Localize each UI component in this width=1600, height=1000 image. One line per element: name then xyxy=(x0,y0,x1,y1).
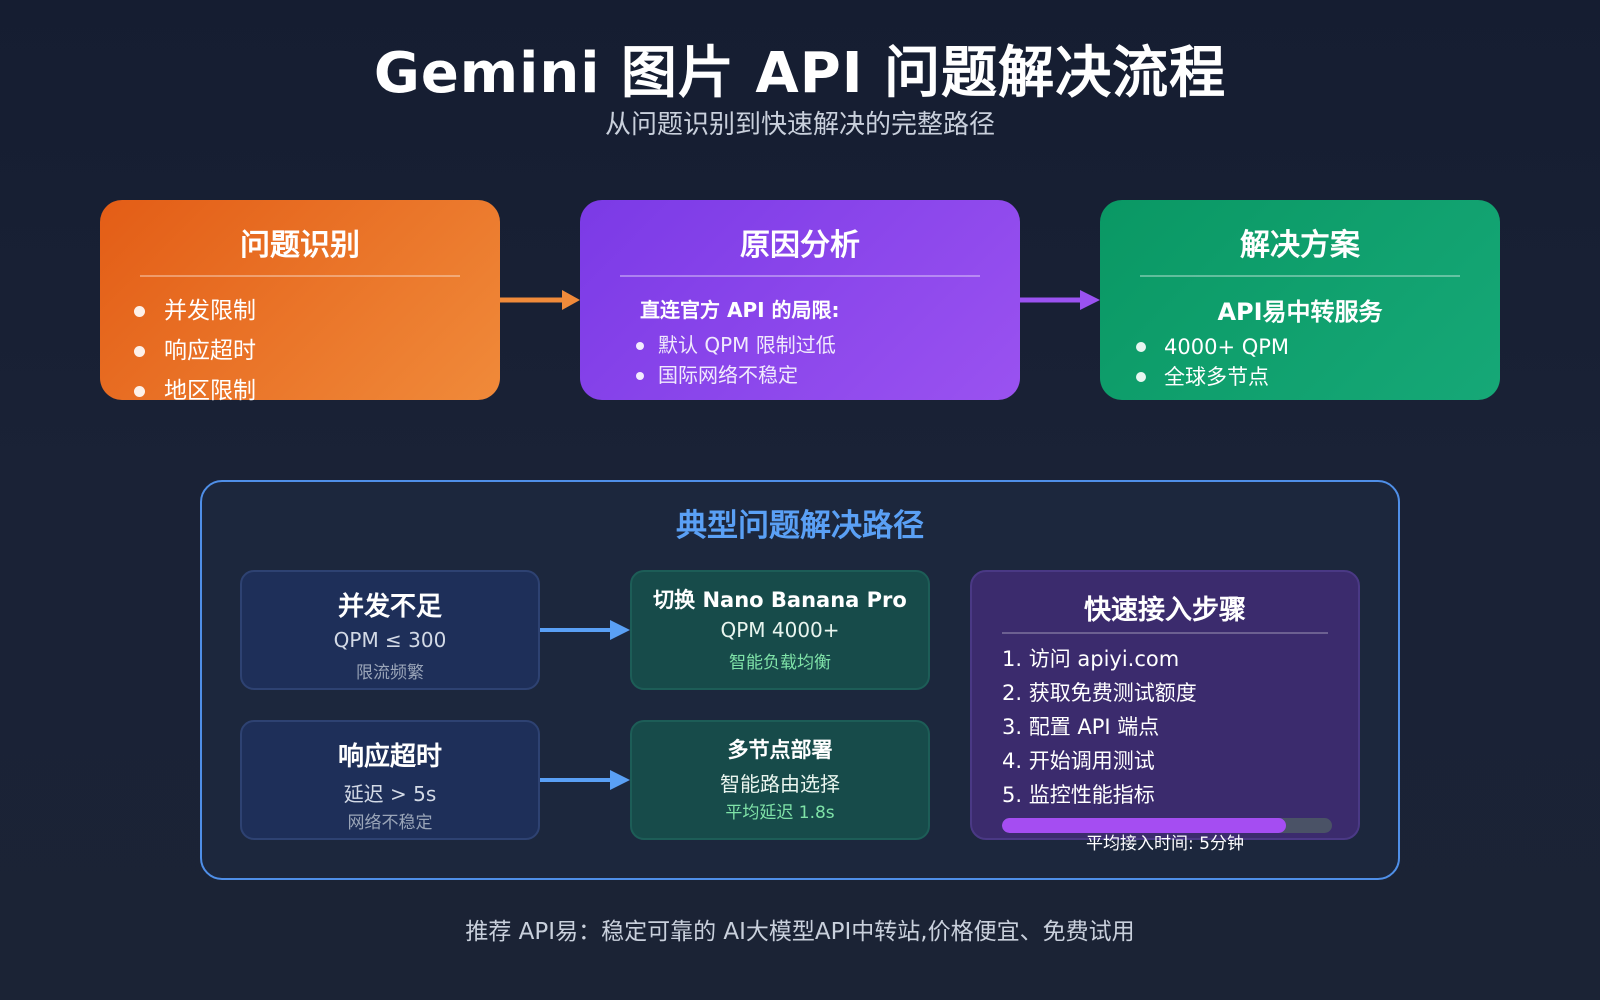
identify-item: 并发限制 xyxy=(134,291,256,331)
bullet-dot-icon xyxy=(134,386,145,397)
analysis-item: 默认 QPM 限制过低 xyxy=(636,330,836,360)
problem-box: 并发不足 QPM ≤ 300 限流频繁 xyxy=(240,570,540,690)
quick-start-step: 2. 获取免费测试额度 xyxy=(1002,681,1197,705)
analysis-item: 国际网络不稳定 xyxy=(636,360,836,390)
page-title: Gemini 图片 API 问题解决流程 xyxy=(373,41,1227,106)
solution-box-title: 多节点部署 xyxy=(727,738,833,762)
path-arrow-icon xyxy=(540,620,630,640)
solution-box-metric: 智能路由选择 xyxy=(720,772,840,796)
identify-card-divider xyxy=(140,275,460,277)
solution-card: 解决方案 API易中转服务 4000+ QPM 全球多节点 xyxy=(1100,200,1500,400)
bullet-dot-icon xyxy=(1136,372,1146,382)
solution-list: 4000+ QPM 全球多节点 xyxy=(1134,332,1289,392)
bullet-dot-icon xyxy=(636,342,644,350)
solution-box-note: 智能负载均衡 xyxy=(729,653,831,673)
problem-metric: 延迟 > 5s xyxy=(343,782,437,806)
problem-box: 响应超时 延迟 > 5s 网络不稳定 xyxy=(240,720,540,840)
analysis-item-label: 默认 QPM 限制过低 xyxy=(658,333,836,357)
onboarding-time-caption: 平均接入时间: 5分钟 xyxy=(1086,834,1244,854)
flow-arrow-icon xyxy=(500,290,580,310)
bullet-dot-icon xyxy=(1136,342,1146,352)
quick-start-step: 4. 开始调用测试 xyxy=(1002,749,1155,773)
analysis-heading: 直连官方 API 的局限: xyxy=(640,298,840,322)
solution-card-divider xyxy=(1140,275,1460,277)
quick-start-title: 快速接入步骤 xyxy=(1084,595,1246,626)
solution-item-label: 4000+ QPM xyxy=(1164,335,1290,359)
analysis-list: 默认 QPM 限制过低 国际网络不稳定 xyxy=(636,330,836,390)
path-arrow-icon xyxy=(540,770,630,790)
onboarding-progress-fill xyxy=(1002,818,1286,833)
flow-arrow-icon xyxy=(1020,290,1100,310)
identify-item: 地区限制 xyxy=(134,371,256,411)
solution-item: 4000+ QPM xyxy=(1134,332,1289,362)
problem-title: 并发不足 xyxy=(337,592,442,622)
analysis-card-title: 原因分析 xyxy=(740,228,860,263)
footer-recommendation: 推荐 API易：稳定可靠的 AI大模型API中转站,价格便宜、免费试用 xyxy=(465,919,1135,945)
solution-box: 多节点部署 智能路由选择 平均延迟 1.8s xyxy=(630,720,930,840)
solution-box-metric: QPM 4000+ xyxy=(720,618,840,642)
quick-start-box: 快速接入步骤 1. 访问 apiyi.com 2. 获取免费测试额度 3. 配置… xyxy=(970,570,1360,840)
quick-start-steps: 1. 访问 apiyi.com 2. 获取免费测试额度 3. 配置 API 端点… xyxy=(1002,642,1197,812)
solution-box-note: 平均延迟 1.8s xyxy=(725,803,835,823)
analysis-item-label: 国际网络不稳定 xyxy=(658,363,798,387)
problem-note: 限流频繁 xyxy=(356,663,424,683)
quick-start-step: 1. 访问 apiyi.com xyxy=(1002,647,1180,671)
quick-start-step: 5. 监控性能指标 xyxy=(1002,783,1155,807)
solution-box-title: 切换 Nano Banana Pro xyxy=(653,588,907,612)
analysis-card: 原因分析 直连官方 API 的局限: 默认 QPM 限制过低 国际网络不稳定 xyxy=(580,200,1020,400)
bullet-dot-icon xyxy=(636,372,644,380)
analysis-card-divider xyxy=(620,275,980,277)
page-subtitle: 从问题识别到快速解决的完整路径 xyxy=(604,110,995,140)
identify-item-label: 地区限制 xyxy=(164,378,256,404)
identify-list: 并发限制 响应超时 地区限制 xyxy=(134,291,256,411)
solution-card-title: 解决方案 xyxy=(1240,228,1360,263)
bullet-dot-icon xyxy=(134,306,145,317)
quick-start-step: 3. 配置 API 端点 xyxy=(1002,715,1160,739)
problem-title: 响应超时 xyxy=(337,742,442,772)
problem-note: 网络不稳定 xyxy=(347,813,433,833)
solution-item-label: 全球多节点 xyxy=(1164,365,1269,389)
bullet-dot-icon xyxy=(134,346,145,357)
identify-card: 问题识别 并发限制 响应超时 地区限制 xyxy=(100,200,500,404)
solution-heading: API易中转服务 xyxy=(1217,298,1383,326)
solution-item: 全球多节点 xyxy=(1134,362,1289,392)
identify-item: 响应超时 xyxy=(134,331,256,371)
onboarding-progress-bar xyxy=(1002,818,1332,833)
identify-item-label: 并发限制 xyxy=(164,298,256,324)
solution-box: 切换 Nano Banana Pro QPM 4000+ 智能负载均衡 xyxy=(630,570,930,690)
panel-title: 典型问题解决路径 xyxy=(676,508,924,544)
identify-card-title: 问题识别 xyxy=(240,228,360,263)
quick-start-divider xyxy=(1002,632,1328,634)
problem-metric: QPM ≤ 300 xyxy=(333,628,447,652)
identify-item-label: 响应超时 xyxy=(164,338,256,364)
